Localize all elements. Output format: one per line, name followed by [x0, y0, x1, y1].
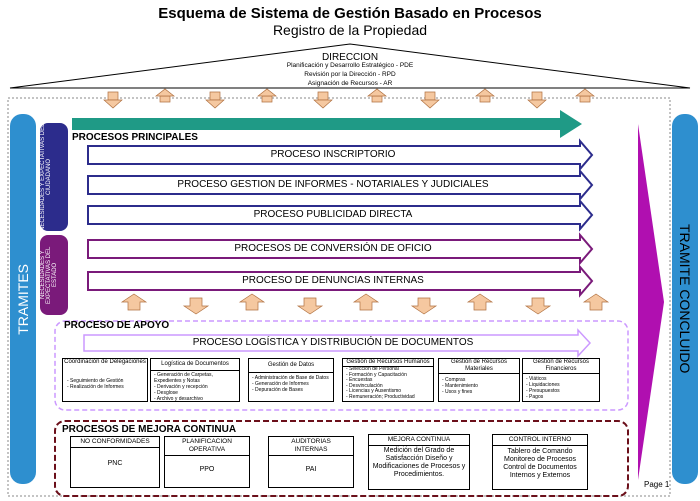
box-item: - Generación de Informes [252, 381, 309, 387]
tramites-pill: TRAMITES [10, 114, 36, 484]
box-title: CONTROL INTERNO [493, 435, 587, 446]
apoyo-box-datos: Gestión de Datos - Administración de Bas… [248, 358, 334, 402]
box-body: PNC [107, 460, 123, 467]
box-title: Gestión de Recursos Financieros [523, 359, 599, 374]
apoyo-label: PROCESO DE APOYO [64, 320, 170, 331]
tramite-concluido-pill: TRAMITE CONCLUIDO [672, 114, 698, 484]
box-title: MEJORA CONTINUA [369, 435, 469, 446]
box-title: Gestión de Recursos Materiales [439, 359, 519, 374]
apoyo-frame [54, 320, 629, 411]
box-item: - Usos y fines [442, 389, 473, 395]
ciudadano-pill: NECESIDADES Y EXPECTATIVAS DEL CIUDADANO [40, 123, 68, 231]
proceso-inscriptorio: PROCESO INSCRIPTORIO [270, 149, 396, 160]
estado-arrows [87, 232, 594, 298]
principal-arrows [87, 138, 594, 232]
apoyo-box-logistica: Logística de Documentos - Generación de … [150, 358, 240, 402]
direccion-line-3: Asignación de Recursos - AR [307, 80, 393, 87]
box-title: Logística de Documentos [151, 359, 239, 371]
procesos-conversion-oficio: PROCESOS DE CONVERSIÓN DE OFICIO [234, 243, 432, 254]
mejora-box-control-interno: CONTROL INTERNO Tablero de Comando Monit… [492, 434, 588, 490]
direccion-title: DIRECCION [321, 52, 379, 63]
box-item: - Desvinculación [346, 382, 383, 389]
apoyo-box-materiales: Gestión de Recursos Materiales - Compras… [438, 358, 520, 402]
box-item: - Presupuestos [526, 388, 560, 394]
box-body: Medición del Grado de Satisfacción Diseñ… [372, 447, 466, 478]
apoyo-box-rrhh: Gestión de Recursos Humanos - Selección … [342, 358, 434, 402]
proceso-publicidad-directa: PROCESO PUBLICIDAD DIRECTA [253, 209, 413, 220]
box-item: - Formación y Capacitación [346, 371, 407, 378]
box-item: - Licencias y Ausentismo [346, 388, 402, 394]
box-item: - Administración de Base de Datos [252, 375, 329, 381]
tramite-concluido-label: TRAMITE CONCLUIDO [677, 224, 693, 374]
ciudadano-label: NECESIDADES Y EXPECTATIVAS DEL CIUDADANO [40, 123, 52, 231]
box-body: Tablero de Comando Monitoreo de Procesos… [503, 448, 577, 479]
box-item: - Pagos [526, 394, 544, 400]
estado-label: NECESIDADES Y EXPECTATIVAS DEL ESTADO [40, 246, 58, 304]
box-item: - Encuestas [346, 377, 373, 383]
box-title: AUDITORIAS INTERNAS [269, 437, 353, 456]
diagram-title: Esquema de Sistema de Gestión Basado en … [158, 5, 542, 22]
mejora-box-no-conformidades: NO CONFORMIDADES PNC [70, 436, 160, 488]
box-body: PAI [305, 466, 317, 473]
logistica-label: PROCESO LOGÍSTICA Y DISTRIBUCIÓN DE DOCU… [192, 337, 474, 348]
box-title: NO CONFORMIDADES [71, 437, 159, 448]
diagram-subtitle: Registro de la Propiedad [272, 22, 428, 38]
box-item: - Desglose [154, 390, 178, 396]
box-item: - Liquidaciones [526, 382, 560, 388]
logistica-arrow [83, 328, 592, 358]
box-item: - Viáticos [526, 376, 547, 382]
outer-frame [7, 97, 671, 497]
box-item: - Seguimiento de Gestión [67, 378, 124, 384]
box-item: - Remuneración; Productividad [346, 393, 415, 400]
page-label: Page 1 [644, 480, 670, 489]
mejora-box-planificacion: PLANIFICACION OPERATIVA PPO [164, 436, 250, 488]
proceso-gestion-informes: PROCESO GESTION DE INFORMES - NOTARIALES… [177, 179, 489, 190]
apoyo-arrows [120, 293, 610, 315]
proceso-denuncias-internas: PROCESO DE DENUNCIAS INTERNAS [242, 275, 424, 286]
box-item: - Depuración de Bases [252, 387, 303, 393]
box-item: - Compras [442, 377, 466, 383]
box-title: PLANIFICACION OPERATIVA [165, 437, 249, 456]
box-item: - Selección de Personal [346, 366, 399, 372]
teal-arrow [72, 110, 582, 138]
principales-label: PROCESOS PRINCIPALES [72, 132, 198, 143]
box-item: - Generación de Carpetas, Expedientes y … [154, 372, 213, 384]
tramites-label: TRAMITES [15, 263, 31, 335]
box-title: Gestión de Recursos Humanos [343, 359, 433, 367]
direccion-line-2: Revisión por la Dirección - RPD [304, 71, 396, 78]
apoyo-box-coordinacion: Coordinación de Delegaciones - Seguimien… [62, 358, 148, 402]
estado-pill: NECESIDADES Y EXPECTATIVAS DEL ESTADO [40, 235, 68, 315]
mejora-label: PROCESOS DE MEJORA CONTINUA [62, 424, 237, 435]
mejora-box-auditorias: AUDITORIAS INTERNAS PAI [268, 436, 354, 488]
box-title: Gestión de Datos [249, 359, 333, 373]
box-item: - Realización de Informes [67, 384, 124, 390]
magenta-triangle [638, 124, 664, 480]
direccion-line-1: Planificación y Desarrollo Estratégico -… [286, 62, 414, 69]
mejora-box-mejora-continua: MEJORA CONTINUA Medición del Grado de Sa… [368, 434, 470, 490]
direccion-arrows [103, 88, 596, 109]
mejora-frame [54, 420, 629, 497]
apoyo-box-financieros: Gestión de Recursos Financieros - Viátic… [522, 358, 600, 402]
box-item: - Mantenimiento [442, 383, 478, 389]
box-title: Coordinación de Delegaciones [64, 359, 146, 365]
box-body: PPO [199, 466, 215, 473]
box-item: - Derivación y recepción [154, 384, 208, 390]
box-item: - Archivo y desarchivo [154, 396, 203, 402]
